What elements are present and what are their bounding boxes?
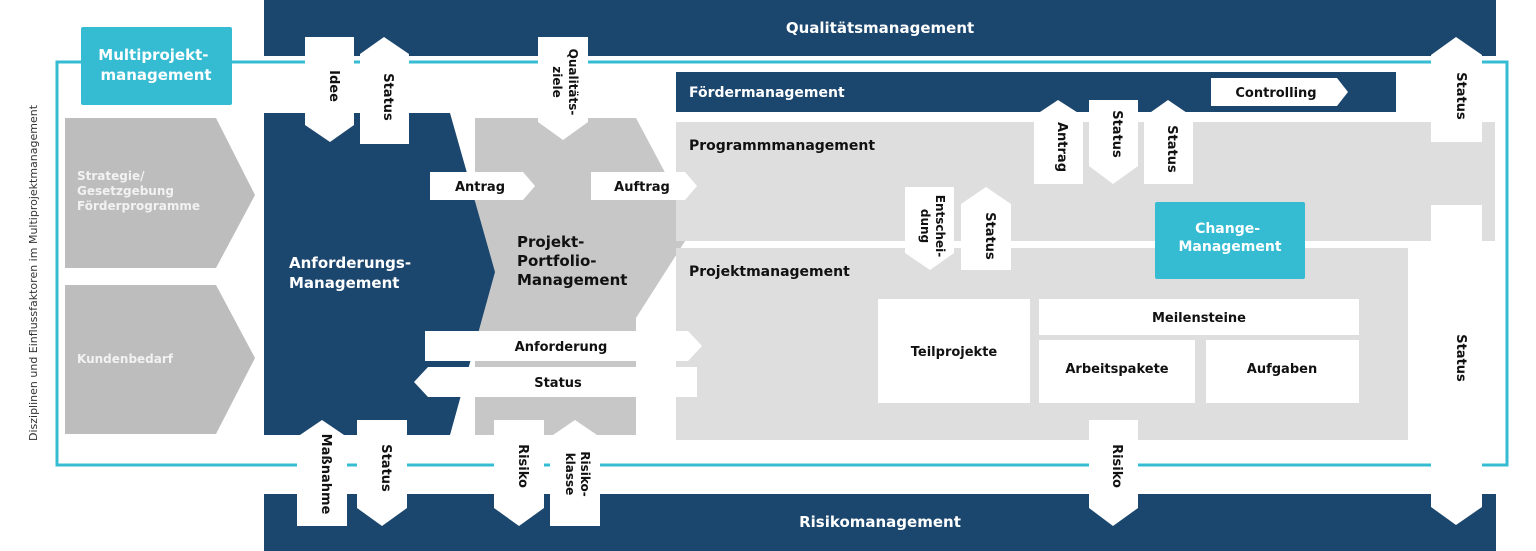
status-up-label-4: Status [982,212,997,260]
portfolio-line-2: Portfolio- [517,252,597,270]
status-right-top-arrow [1431,37,1482,142]
antrag-down-head [1034,100,1083,116]
auftrag-flow-label: Auftrag [614,180,670,195]
antrag-down-label: Antrag [1054,122,1069,172]
status-down-arrow-2 [1089,100,1138,184]
anforderung-flow-label: Anforderung [515,340,608,355]
status-up-label-1: Status [380,73,395,121]
aufgaben-box [1206,340,1359,403]
idee-arrow [305,37,354,142]
status-down-label-2: Status [1109,110,1124,158]
risiko-label-1: Risiko [515,444,530,488]
qualitaetsziele-line-1-text: Qualitäts- [566,49,580,116]
status-flow-arrow [414,367,697,397]
massnahme-label: Maßnahme [318,434,333,515]
entscheidung-line-1: Entschei- [933,195,947,258]
qualitaetsziele-line-2-text: ziele [550,66,564,98]
antrag-flow-arrow [430,172,535,200]
controlling-arrow [1211,78,1348,106]
meilensteine-box [1039,299,1359,335]
multiprojekt-line-1: Multiprojekt- [98,46,208,64]
risiko-arrow-1 [494,420,544,526]
strategie-line-2: Gesetzgebung [77,184,174,198]
multiprojekt-label: Multiprojekt- management [98,46,213,84]
change-management-label: Change- Management [1178,221,1281,255]
auftrag-flow-arrow [591,172,697,200]
arbeitspakete-box [1039,340,1195,403]
kundenbedarf-label: Kundenbedarf [77,352,174,366]
foerder-label: Fördermanagement [689,85,845,101]
risikoklasse-arrow [550,420,600,526]
strategie-chevron [65,118,255,268]
arbeitspakete-label: Arbeitspakete [1065,362,1168,377]
side-label: Disziplinen und Einflussfaktoren im Mult… [27,104,40,441]
status-right-long-arrow [1431,205,1482,525]
aufgaben-label: Aufgaben [1247,362,1317,377]
anforderung-flow-arrow [425,331,702,361]
status-right-long-label: Status [1453,334,1468,382]
teilprojekte-label: Teilprojekte [911,345,998,360]
strategie-label: Strategie/ Gesetzgebung Förderprogramme [77,169,200,213]
anforderungs-line-1: Anforderungs- [289,254,411,272]
change-line-1: Change- [1195,221,1260,237]
multiprojekt-line-2: management [100,66,211,84]
anforderungs-line-2: Management [289,274,399,292]
anforderungs-label: Anforderungs- Management [289,254,416,292]
quality-bar [264,0,1496,56]
entscheidung-line-2: dung [918,209,932,243]
teilprojekte-box [878,299,1030,403]
kundenbedarf-chevron [65,285,255,434]
entscheidung-arrow [905,187,954,270]
status-up-arrow-4 [961,187,1011,270]
portfolio-line-3: Management [517,271,627,289]
status-up-arrow-3 [1144,100,1193,184]
programm-panel [676,122,1495,241]
antrag-down-arrow [1034,116,1083,184]
idee-label: Idee [326,70,341,102]
antrag-flow-label: Antrag [455,180,505,195]
status-up-label-3: Status [1164,125,1179,173]
risikoklasse-line-2: klasse [563,453,577,496]
meilensteine-label: Meilensteine [1152,311,1246,326]
risk-bar [264,494,1496,551]
status-down-arrow-5 [357,420,407,526]
projekt-label: Projektmanagement [689,264,850,280]
qualitaetsziele-arrow [538,37,588,140]
change-line-2: Management [1178,239,1281,255]
portfolio-line-1: Projekt- [517,233,584,251]
controlling-label: Controlling [1235,86,1316,101]
status-down-label-5: Status [378,444,393,492]
status-up-arrow-1 [360,37,409,144]
quality-bar-label: Qualitätsmanagement [786,19,974,37]
status-right-top-label: Status [1453,72,1468,120]
multiproject-frame [55,60,1509,467]
status-flow-label: Status [534,376,582,391]
risk-bar-label: Risikomanagement [799,513,961,531]
risiko-arrow-2 [1089,420,1138,526]
programm-label: Programmmanagement [689,138,875,154]
strategie-line-1: Strategie/ [77,169,145,183]
risikoklasse-line-1: Risiko- [578,451,592,497]
massnahme-arrow [297,420,347,526]
strategie-line-3: Förderprogramme [77,199,200,213]
risiko-label-2: Risiko [1109,444,1124,488]
portfolio-label: Projekt- Portfolio- Management [517,233,627,289]
multiprojekt-box [81,27,232,105]
change-management-box [1155,202,1305,279]
